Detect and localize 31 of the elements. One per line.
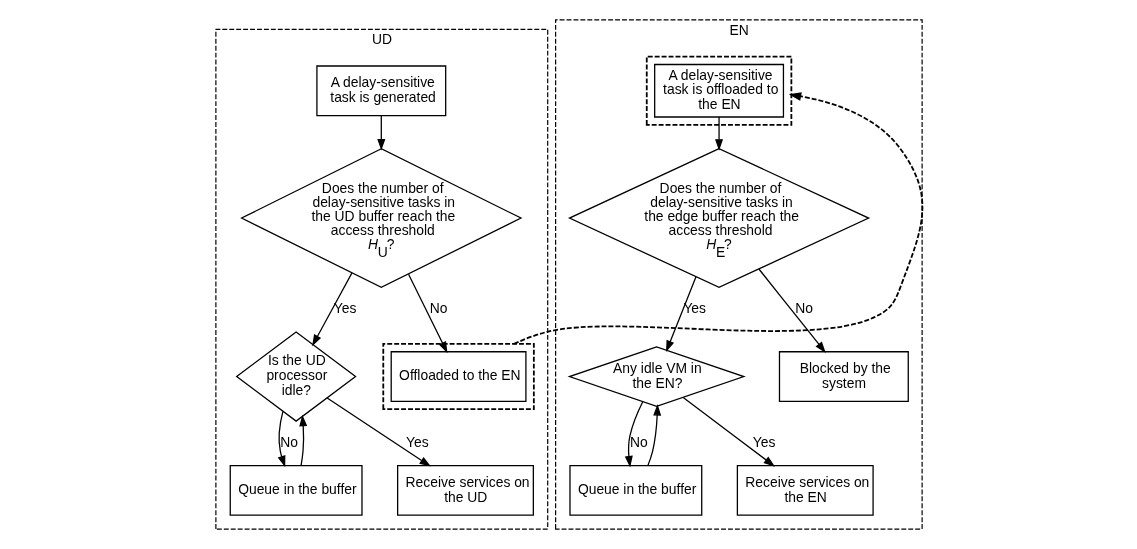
cluster (645, 55, 792, 126)
arrow (757, 268, 826, 353)
node-box: Offloaded to the EN (390, 351, 527, 402)
arrow (277, 410, 285, 468)
arrow (512, 92, 923, 345)
edge-label: Yes (333, 300, 356, 317)
arrow (624, 401, 643, 468)
arrow (665, 276, 697, 352)
arrow (714, 116, 723, 151)
edge-label: No (629, 434, 648, 451)
arrow (311, 272, 353, 347)
edge-label: Yes (682, 300, 706, 317)
node-box: Receive services on the EN (736, 465, 874, 516)
node-box: A delay-sensitive task is offloaded to the EN (653, 63, 784, 118)
node-box: Queue in the buffer (229, 465, 363, 516)
arrow (298, 414, 307, 467)
arrow (326, 397, 431, 467)
edge-label: No (279, 434, 298, 451)
edge-label: Yes (405, 434, 429, 451)
arrow (376, 114, 385, 151)
node-diamond: Any idle VM in the EN? (567, 346, 746, 407)
edge-label: No (429, 300, 448, 317)
node-box: Queue in the buffer (568, 465, 702, 516)
node-box: Blocked by the system (778, 351, 909, 402)
node-box: Receive services on the UD (396, 465, 534, 516)
arrow (682, 396, 775, 467)
arrow (646, 404, 661, 466)
arrow (407, 273, 447, 354)
edge-label: Yes (752, 434, 775, 451)
edge-label: No (794, 300, 813, 317)
node-box: A delay-sensitive task is generated (315, 65, 446, 117)
